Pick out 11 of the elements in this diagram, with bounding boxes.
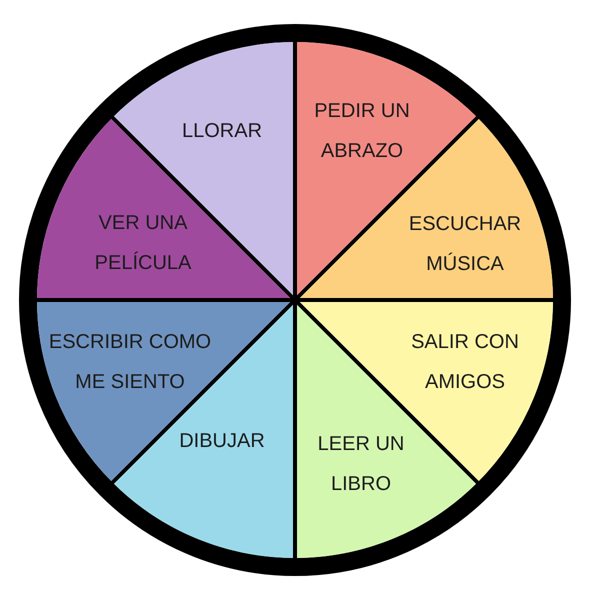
wheel-slice — [37, 302, 290, 481]
slice-label: VER UNA PELÍCULA — [94, 211, 192, 276]
slice-label: PEDIR UN ABRAZO — [314, 99, 410, 164]
slice-label: LLORAR — [181, 119, 263, 144]
slice-label: ESCUCHAR MÚSICA — [408, 212, 522, 277]
slice-label: ESCRIBIR COMO ME SIENTO — [48, 330, 212, 395]
slice-label: DIBUJAR — [178, 429, 266, 454]
wheel-slice — [300, 119, 553, 298]
slice-label: LEER UN LIBRO — [317, 432, 405, 497]
wheel-slice — [37, 119, 290, 298]
slice-label: SALIR CON AMIGOS — [410, 330, 520, 395]
